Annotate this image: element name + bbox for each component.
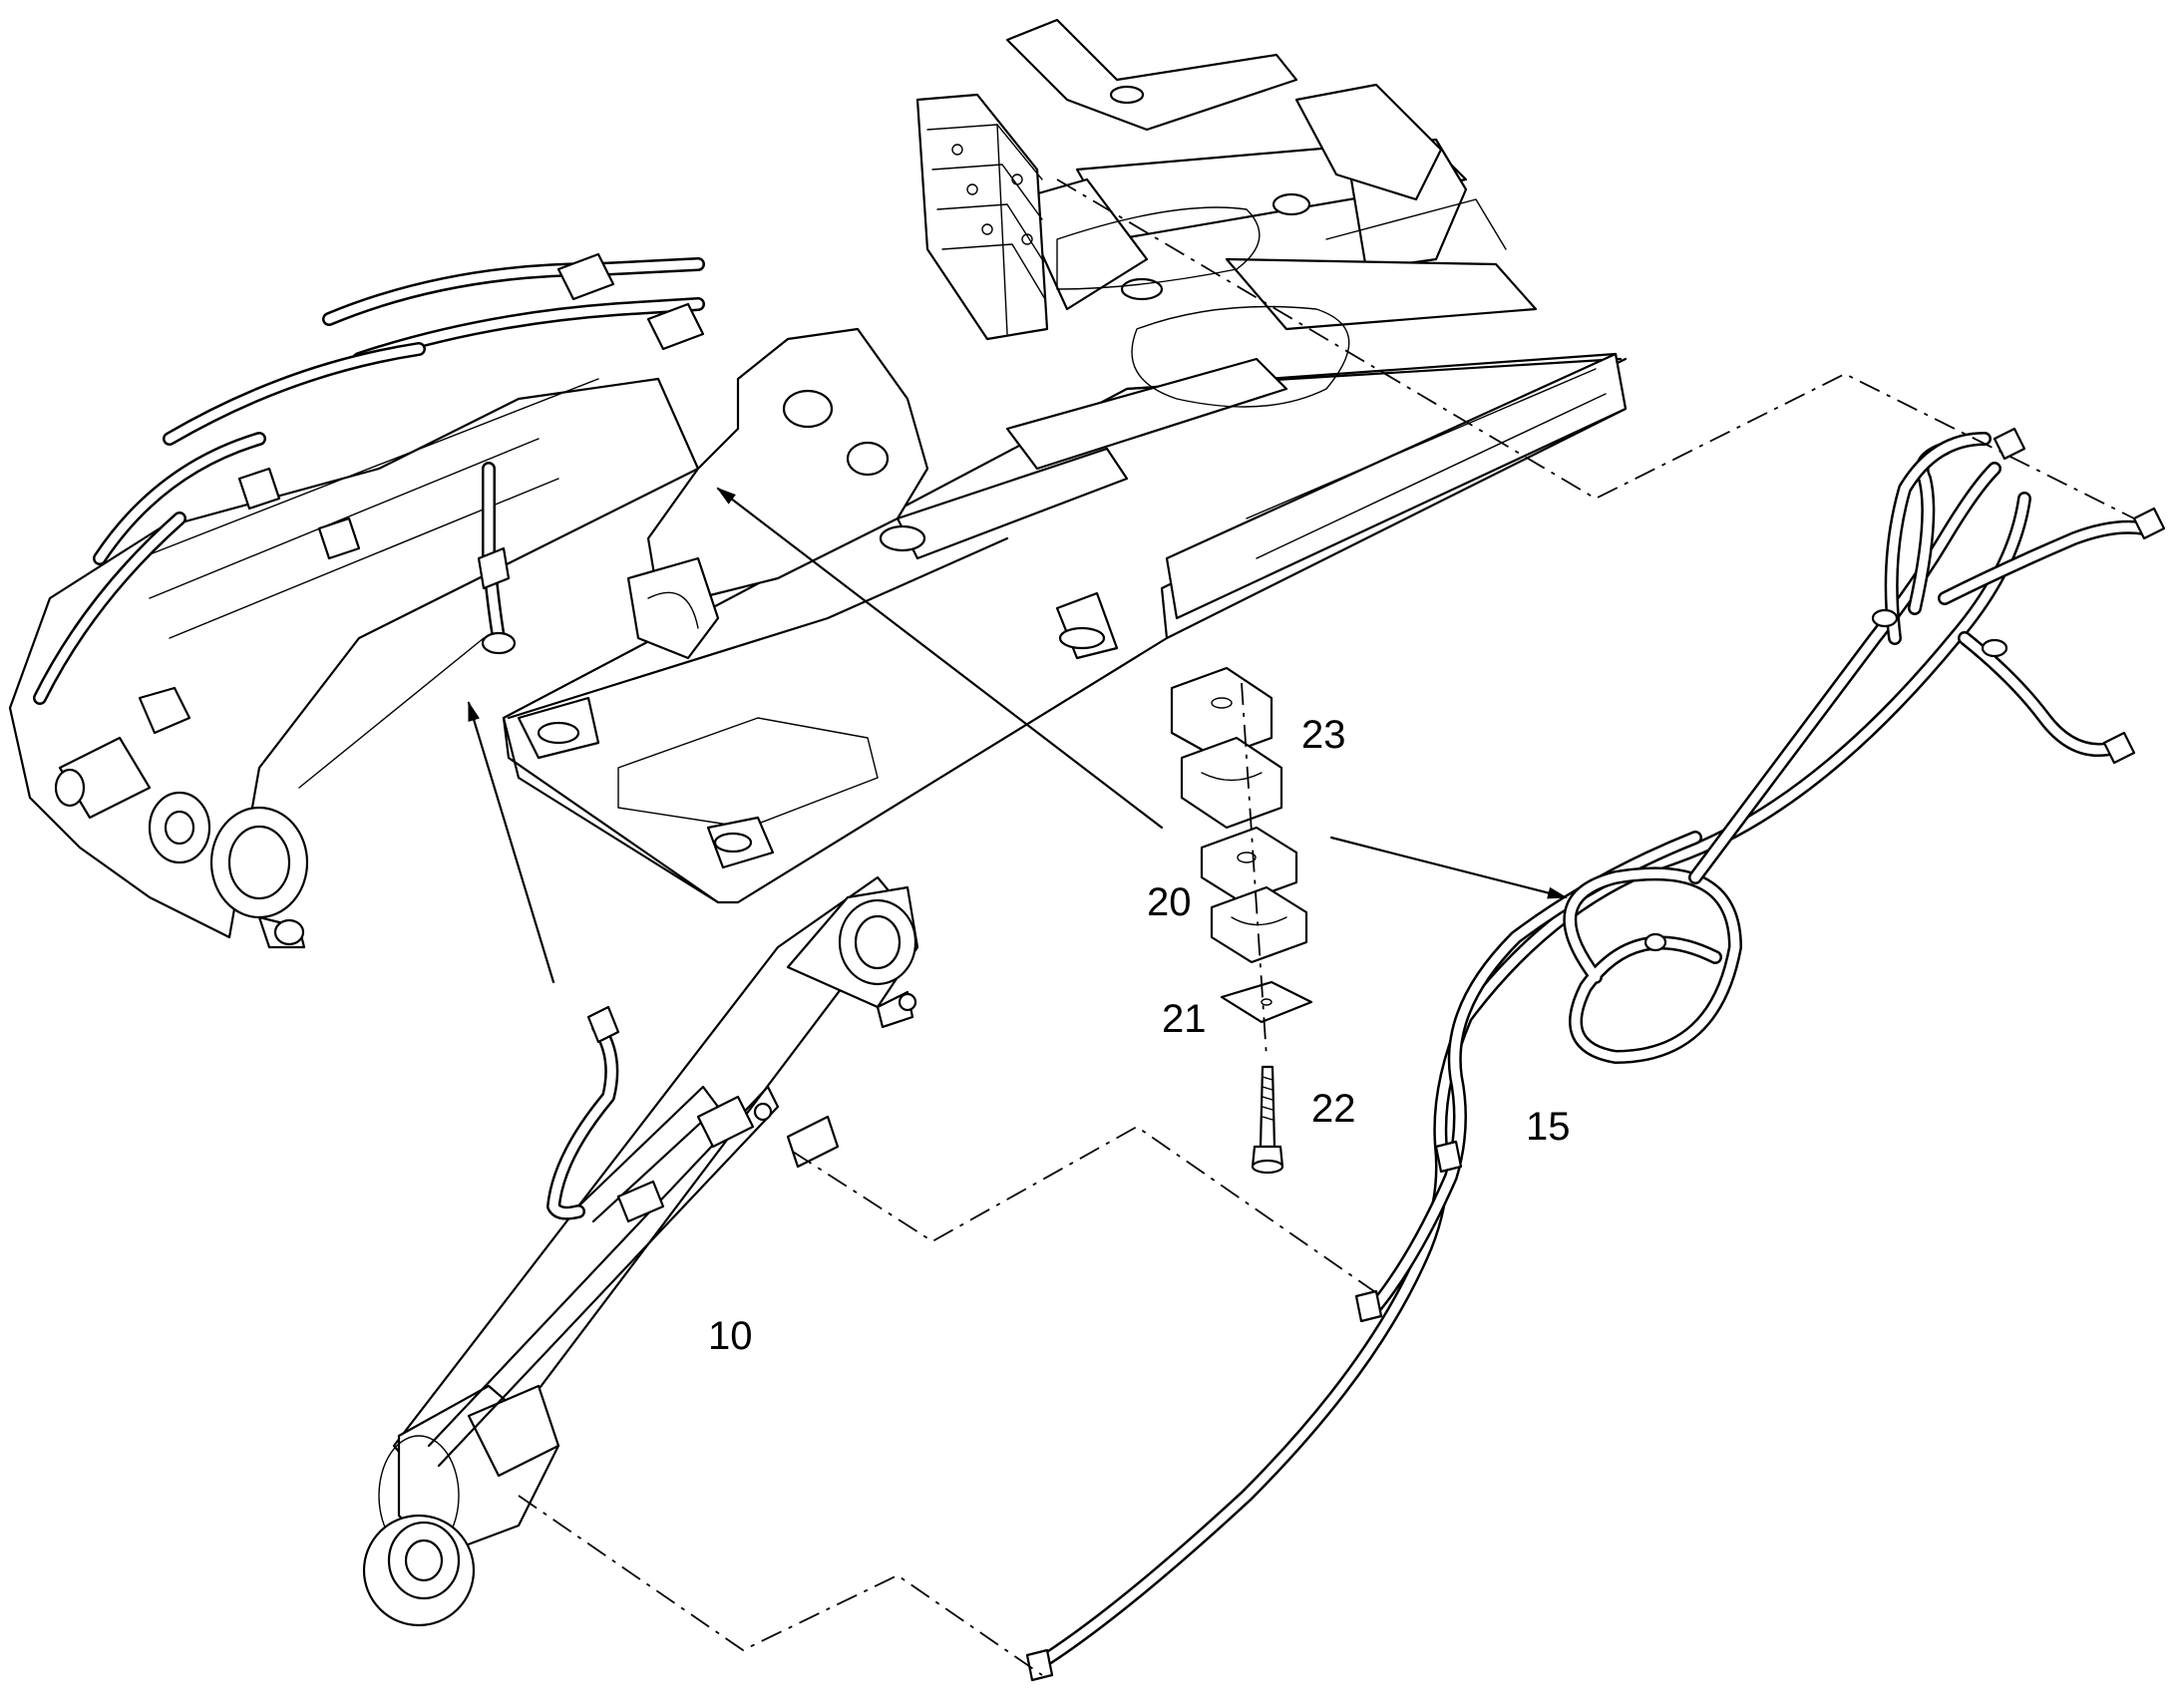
callout-21: 21	[1162, 997, 1207, 1041]
clamp-assembly	[1170, 666, 1313, 1175]
callout-23: 23	[1301, 713, 1346, 757]
callout-10: 10	[708, 1314, 753, 1358]
upper-frame	[502, 18, 1628, 904]
boom-foot	[8, 377, 700, 949]
callout-20: 20	[1147, 880, 1192, 924]
upright-plate	[33, 252, 929, 735]
reference-lines	[518, 178, 2135, 1676]
callout-15: 15	[1526, 1105, 1571, 1149]
callout-22: 22	[1311, 1087, 1356, 1131]
hose-assembly	[1025, 427, 2166, 1682]
callouts: 10 15 20 21 22 23	[708, 713, 1571, 1358]
boom-cylinder	[362, 875, 919, 1627]
control-valve-block	[915, 93, 1049, 341]
assembly-arrows	[298, 487, 1568, 984]
